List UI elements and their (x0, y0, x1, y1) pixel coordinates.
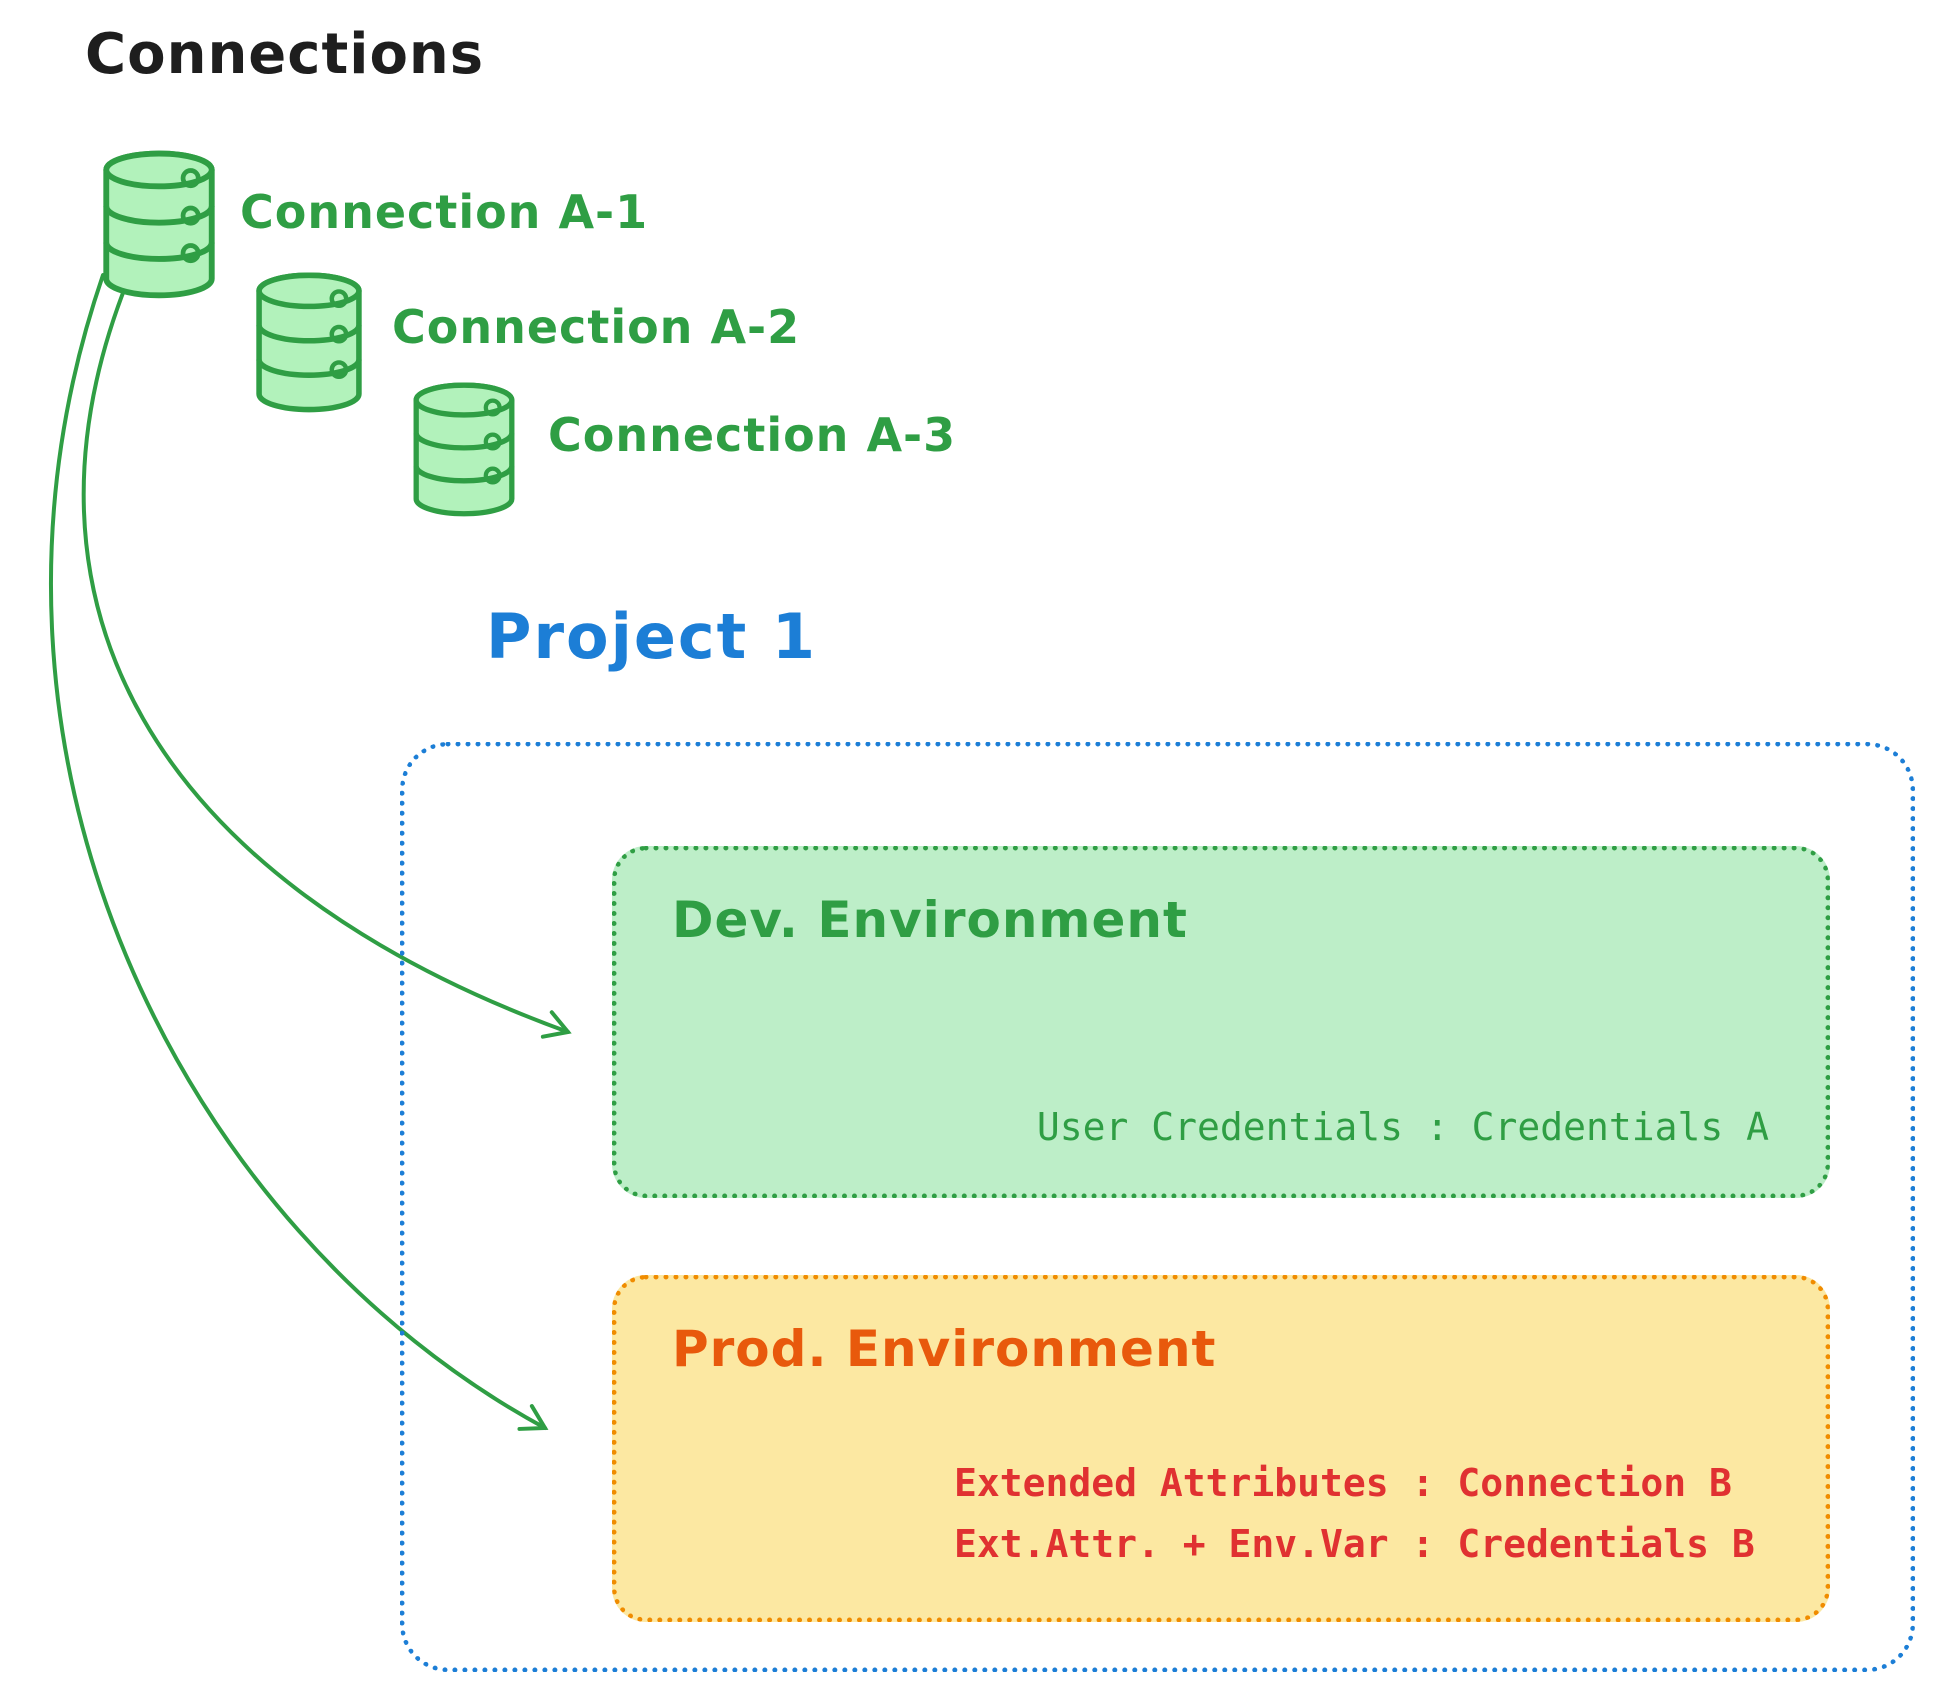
prod-credentials-block: Extended Attributes : Connection B Ext.A… (954, 1453, 1755, 1575)
dev-user-credentials-text: User Credentials : Credentials A (1036, 1105, 1769, 1149)
connection-a3-label: Connection A-3 (548, 408, 957, 462)
database-icon (100, 150, 218, 300)
connections-title: Connections (85, 22, 485, 87)
project-title: Project 1 (486, 600, 818, 673)
database-icon (408, 382, 520, 518)
connection-a1-label: Connection A-1 (240, 185, 649, 239)
dev-environment-title: Dev. Environment (672, 891, 1188, 949)
dev-environment-box: Dev. Environment User Credentials : Cred… (612, 846, 1830, 1198)
prod-extended-attributes-line: Extended Attributes : Connection B (954, 1461, 1732, 1506)
database-icon (253, 272, 365, 414)
project-box: Dev. Environment User Credentials : Cred… (400, 742, 1915, 1672)
prod-ext-attr-env-var-line: Ext.Attr. + Env.Var : Credentials B (954, 1522, 1755, 1567)
prod-environment-box: Prod. Environment Extended Attributes : … (612, 1275, 1830, 1622)
connection-a2-label: Connection A-2 (392, 300, 801, 354)
prod-environment-title: Prod. Environment (672, 1320, 1217, 1378)
